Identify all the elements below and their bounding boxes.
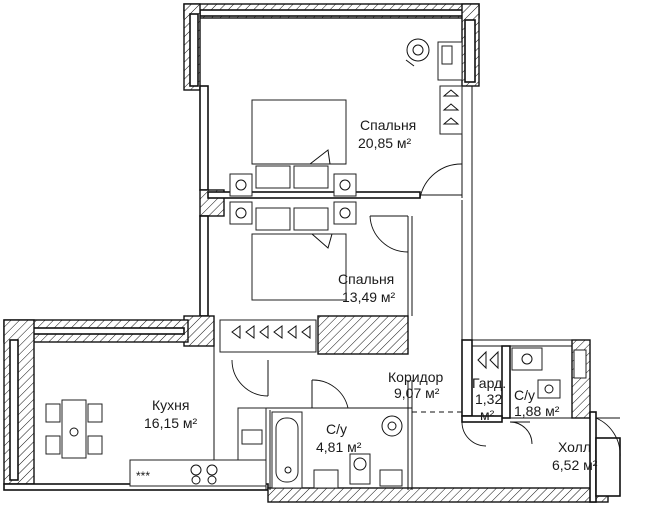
bed-bedroom-1 [229,99,357,197]
closet-hangers [439,85,463,135]
kitchen-counter: *** [129,407,267,487]
room-area-kitchen: 16,15 м² [144,415,198,431]
wc-fixtures [511,347,561,399]
doors [231,163,621,459]
wardrobe-hangers [477,350,499,370]
room-area-hall: 6,52 м² [552,457,598,473]
room-area-bedroom-1: 20,85 м² [358,135,412,151]
room-name-wardrobe: Гард. [472,375,506,391]
radiator [231,325,311,339]
room-area-wc: 1,88 м² [514,403,560,419]
room-name-bedroom-2: Спальня [338,271,394,287]
room-area-bedroom-2: 13,49 м² [342,289,396,305]
dining-table [45,399,103,459]
room-name-wc: С/у [514,387,535,403]
room-name-kitchen: Кухня [152,397,189,413]
room-name-hall: Холл [558,439,591,455]
bathtub [271,411,403,489]
room-area-corridor: 9,07 м² [394,385,440,401]
desk-with-chair [405,38,463,81]
room-name-bathroom: С/у [326,421,347,437]
bed-bedroom-2 [229,201,357,301]
room-labels: Спальня 20,85 м² Спальня 13,49 м² Коридо… [144,117,598,473]
room-area-wardrobe-unit: м² [480,407,495,423]
room-name-corridor: Коридор [388,369,444,385]
room-area-bathroom: 4,81 м² [316,439,362,455]
hall-shelf [573,349,587,379]
stove-marks: *** [136,469,150,483]
room-name-bedroom-1: Спальня [360,117,416,133]
room-area-wardrobe: 1,32 [475,391,502,407]
